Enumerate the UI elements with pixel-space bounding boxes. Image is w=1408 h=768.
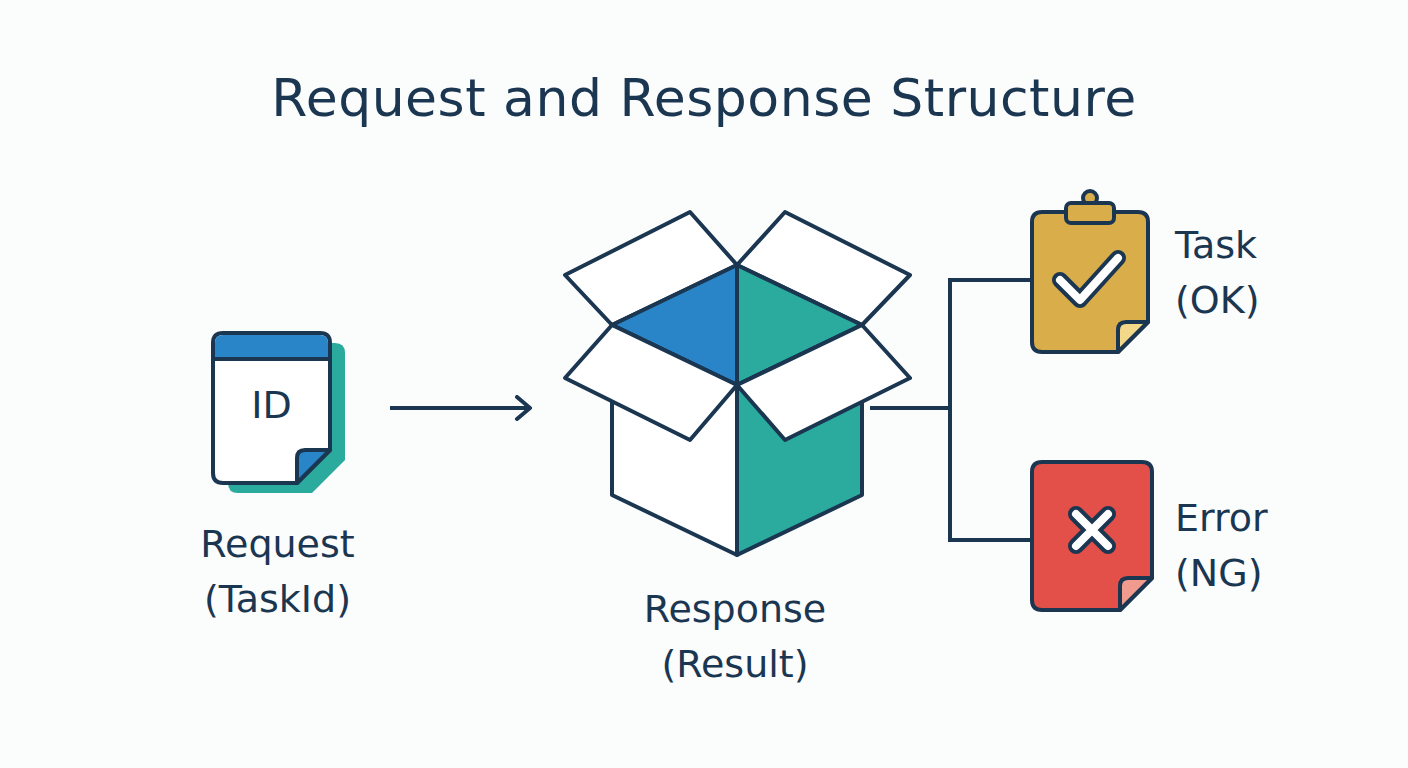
id-document-icon (213, 333, 345, 493)
clipboard-icon (1032, 191, 1148, 352)
clipboard-clip (1066, 203, 1114, 223)
node-label: Request (TaskId) (165, 517, 390, 627)
box-flap (565, 325, 737, 440)
diagram-graphic (1032, 191, 1148, 352)
diagram-graphic (213, 333, 345, 493)
clipboard-fold (1118, 322, 1148, 352)
error-fold (1120, 578, 1152, 610)
node-label: Response (Result) (620, 582, 850, 692)
cross-mark (1076, 514, 1108, 546)
document-header (215, 335, 328, 358)
header-rule (213, 357, 330, 361)
box-flap (737, 325, 910, 440)
open-box-icon (565, 212, 910, 555)
document-body (213, 333, 330, 483)
error-body (1032, 462, 1152, 610)
diagram-title: Request and Response Structure (0, 66, 1408, 130)
connector-line (870, 280, 1032, 408)
cross-outline (1076, 514, 1108, 546)
id-text: ID (213, 382, 330, 428)
error-document-icon (1032, 462, 1152, 610)
response-box: Response (Result) (530, 205, 870, 695)
diagram-graphic (1032, 462, 1152, 610)
node-label: Error (NG) (1175, 491, 1330, 601)
clipboard-body (1032, 212, 1148, 352)
connector-line (870, 408, 1032, 540)
node-label: Task (OK) (1175, 218, 1330, 328)
request-document: ID Request (TaskId) (165, 325, 390, 625)
check-mark (1060, 258, 1118, 300)
connector-line (390, 406, 530, 410)
document-fold (297, 450, 330, 483)
error-document: Error (NG) (1032, 450, 1332, 620)
task-clipboard: Task (OK) (1032, 190, 1332, 360)
check-outline (1060, 258, 1118, 300)
node-shape (1032, 190, 1332, 360)
diagram-graphic (565, 212, 910, 555)
